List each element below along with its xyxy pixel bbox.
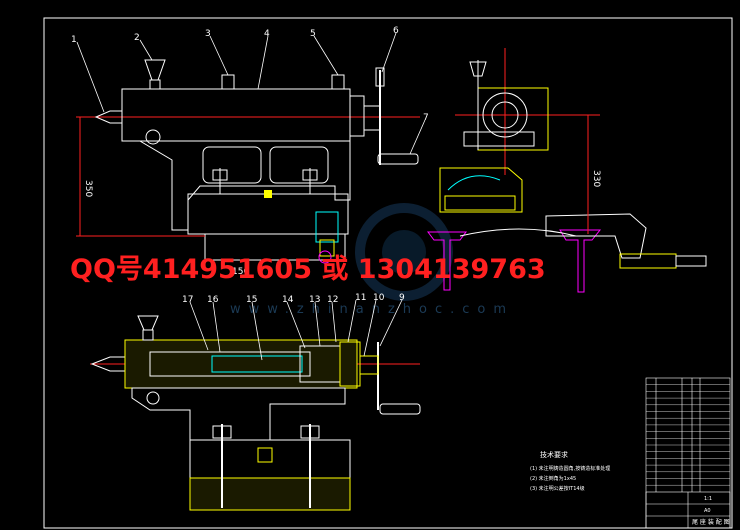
- base-clamp: [204, 233, 346, 261]
- watermark-text: QQ号414951605 或 1304139763: [70, 254, 546, 285]
- slide-handle: [675, 255, 707, 267]
- section-leaders: [189, 299, 403, 361]
- watermark-logo: [355, 203, 453, 301]
- right-view: 330: [427, 48, 707, 293]
- section-barrel: [124, 339, 358, 389]
- callout-13: 13: [309, 295, 320, 305]
- gear-circle: [318, 250, 332, 264]
- right-dim-label: 330: [591, 170, 601, 187]
- section-body: [131, 387, 346, 441]
- callout-1: 1: [71, 35, 77, 45]
- title-block: [645, 491, 731, 529]
- callout-16: 16: [207, 295, 219, 305]
- slide-screw: [619, 253, 677, 269]
- callout-5: 5: [310, 29, 316, 39]
- bolt-3: [221, 74, 235, 90]
- top-view-leaders: [76, 32, 426, 155]
- callout-15: 15: [246, 295, 257, 305]
- lock-handle: [144, 59, 166, 81]
- title-block-name: 尾 座 装 配 图: [692, 518, 730, 526]
- title-block-sheet: A0: [704, 508, 711, 514]
- handwheel-handle: [377, 153, 419, 165]
- key-marker: [264, 190, 272, 198]
- tailstock-body: [138, 140, 351, 231]
- callout-9: 9: [399, 293, 405, 303]
- top-view: 350 150 1 2 3 4 5 6 7: [71, 26, 429, 277]
- handwheel-top: [375, 67, 385, 87]
- bore-outer: [482, 92, 528, 138]
- callout-17: 17: [182, 295, 193, 305]
- parts-list-rows: [646, 384, 730, 486]
- callout-6: 6: [393, 26, 399, 36]
- callout-12: 12: [327, 295, 338, 305]
- bed-curve: [447, 175, 501, 191]
- callout-4: 4: [264, 29, 270, 39]
- nut-right: [302, 169, 318, 181]
- lock-handle-stem: [149, 79, 161, 90]
- handwheel-hub: [363, 105, 381, 131]
- section-key: [257, 447, 273, 463]
- callout-11: 11: [355, 293, 366, 303]
- body-window-left: [202, 146, 262, 184]
- callout-10: 10: [373, 293, 385, 303]
- bed-section: [439, 167, 523, 213]
- section-clamp-plate: [189, 477, 351, 511]
- gear-detail: [319, 239, 335, 257]
- bolt-5: [331, 74, 345, 90]
- callout-7: 7: [423, 113, 429, 123]
- section-nut-left: [212, 425, 232, 439]
- section-bore: [149, 351, 311, 377]
- tech-req-item-3: (3) 未注明公差按IT14级: [530, 485, 585, 492]
- clamp-block: [477, 87, 549, 151]
- section-lock-handle: [137, 315, 159, 331]
- callout-3: 3: [205, 29, 211, 39]
- nut-left: [212, 169, 228, 181]
- bore-inner: [491, 101, 519, 129]
- title-block-scale: 1:1: [704, 496, 712, 502]
- bed-base: [444, 195, 516, 211]
- tech-req-item-2: (2) 未注倒角为1x45: [530, 475, 576, 482]
- clamp-screw: [463, 131, 535, 147]
- clamp-arm-right: [559, 229, 602, 293]
- callout-2: 2: [134, 33, 140, 43]
- gear-housing: [315, 211, 339, 243]
- dim-label-left: 350: [83, 180, 93, 197]
- tailstock-barrel: [121, 88, 351, 142]
- watermark-url: www.zhinanzhoc.com: [230, 302, 514, 317]
- tech-req-title: 技术要求: [540, 450, 568, 459]
- connecting-link: [459, 228, 577, 237]
- dim-label-bottom: 150: [232, 267, 249, 277]
- section-pivot-hole: [146, 391, 160, 405]
- callout-14: 14: [282, 295, 294, 305]
- front-section-view: 17 16 15 14 13 12 11 10 9: [90, 293, 421, 511]
- section-screw: [211, 355, 303, 373]
- section-base: [189, 439, 351, 481]
- drawing-frame: [43, 17, 733, 529]
- body-window-right: [269, 146, 329, 184]
- tailstock-base: [187, 193, 349, 235]
- section-handwheel-handle: [379, 403, 421, 415]
- slide-body: [545, 213, 647, 259]
- pivot-hole: [145, 129, 161, 145]
- tech-req-item-1: (1) 未注明铸造圆角,按铸造标准处理: [530, 465, 610, 472]
- section-handle-stem: [142, 329, 154, 341]
- barrel-end-cap: [349, 95, 365, 137]
- tech-requirements: 技术要求 (1) 未注明铸造圆角,按铸造标准处理 (2) 未注倒角为1x45 (…: [530, 450, 610, 492]
- lever-knob: [469, 61, 487, 77]
- section-nut-right: [300, 425, 320, 439]
- section-handwheel-hub: [359, 355, 379, 375]
